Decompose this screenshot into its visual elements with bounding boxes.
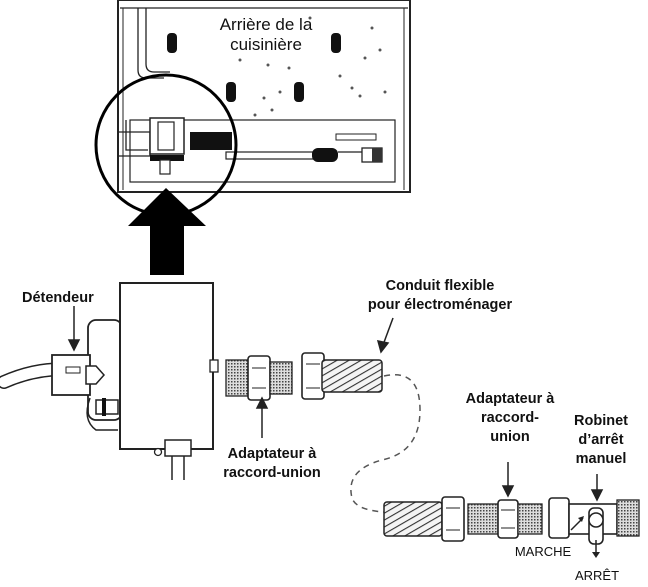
vent-slot xyxy=(331,33,341,53)
range-back-label-line2: cuisinière xyxy=(230,35,302,54)
flex-connector-dashed xyxy=(350,374,421,513)
vent-slot xyxy=(226,82,236,102)
right-adapter-fitting xyxy=(467,499,543,539)
range-back-label-line1: Arrière de la xyxy=(220,15,313,34)
left-adapter-label-line2: raccord-union xyxy=(223,465,320,481)
valve-label-line2: d’arrêt xyxy=(578,432,623,448)
callout-labels: Détendeur Conduit flexible pour électrom… xyxy=(22,278,628,583)
vent-slot xyxy=(167,33,177,53)
vent-slot xyxy=(294,82,304,102)
flex-connector-label-line2: pour électroménager xyxy=(368,297,513,313)
shutoff-valve xyxy=(548,497,640,558)
on-label: MARCHE xyxy=(515,544,572,559)
right-adapter-label-line1: Adaptateur à xyxy=(466,391,556,407)
up-arrow-icon xyxy=(128,188,206,275)
left-adapter-fitting xyxy=(225,355,293,401)
left-adapter-label-line1: Adaptateur à xyxy=(228,446,318,462)
right-adapter-label-line2: raccord- xyxy=(481,410,539,426)
right-adapter-label-line3: union xyxy=(490,429,529,445)
valve-label-line1: Robinet xyxy=(574,413,628,429)
magnifier-circle xyxy=(94,73,238,217)
regulator xyxy=(0,282,219,480)
pointer-arrows xyxy=(67,306,604,502)
off-label: ARRÊT xyxy=(575,568,619,583)
flex-connector-upper xyxy=(301,352,383,400)
regulator-label: Détendeur xyxy=(22,290,94,306)
valve-label-line3: manuel xyxy=(576,451,627,467)
flex-connector-lower xyxy=(383,496,465,542)
flex-connector-label-line1: Conduit flexible xyxy=(386,278,495,294)
